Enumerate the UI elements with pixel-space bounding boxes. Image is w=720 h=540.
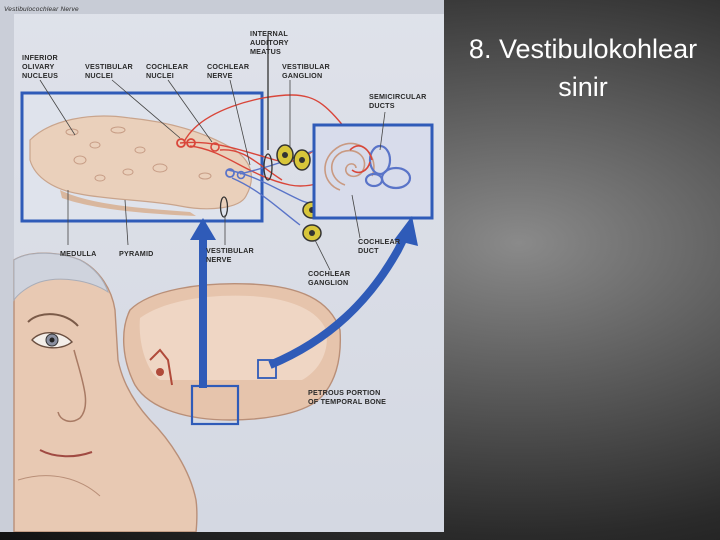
zoom-arrows bbox=[190, 216, 418, 388]
internal-auditory-meatus bbox=[219, 35, 273, 218]
svg-text:DUCT: DUCT bbox=[358, 246, 379, 255]
svg-text:NUCLEI: NUCLEI bbox=[146, 71, 174, 80]
svg-text:VESTIBULAR: VESTIBULAR bbox=[85, 62, 134, 71]
svg-text:PETROUS PORTION: PETROUS PORTION bbox=[308, 388, 381, 397]
svg-text:COCHLEAR: COCHLEAR bbox=[146, 62, 189, 71]
svg-text:NUCLEI: NUCLEI bbox=[85, 71, 113, 80]
figure-header: Vestibulocochlear Nerve bbox=[4, 6, 79, 13]
semicircular-ducts-red bbox=[349, 145, 373, 174]
slide-title: 8. Vestibulokohlear sinir bbox=[450, 30, 716, 106]
svg-text:MEATUS: MEATUS bbox=[250, 47, 281, 56]
svg-text:VESTIBULAR: VESTIBULAR bbox=[282, 62, 331, 71]
svg-text:OLIVARY: OLIVARY bbox=[22, 62, 55, 71]
svg-text:COCHLEAR: COCHLEAR bbox=[358, 237, 401, 246]
semicircular-ducts bbox=[364, 144, 412, 190]
svg-text:COCHLEAR: COCHLEAR bbox=[207, 62, 250, 71]
medulla-section bbox=[29, 115, 252, 210]
svg-text:OF TEMPORAL BONE: OF TEMPORAL BONE bbox=[308, 397, 386, 406]
inner-ear-highlight bbox=[257, 359, 277, 379]
svg-text:INFERIOR: INFERIOR bbox=[22, 53, 59, 62]
svg-text:SEMICIRCULAR: SEMICIRCULAR bbox=[369, 92, 427, 101]
svg-text:GANGLION: GANGLION bbox=[282, 71, 322, 80]
svg-text:VESTIBULAR: VESTIBULAR bbox=[206, 246, 255, 255]
svg-text:NERVE: NERVE bbox=[207, 71, 233, 80]
mouth bbox=[39, 449, 93, 458]
nose bbox=[57, 349, 87, 423]
svg-text:MEDULLA: MEDULLA bbox=[60, 249, 97, 258]
hair bbox=[13, 252, 109, 302]
svg-text:PYRAMID: PYRAMID bbox=[119, 249, 154, 258]
vestibular-ganglion bbox=[276, 144, 311, 171]
figure-labels: INFERIOR OLIVARY NUCLEUS VESTIBULAR NUCL… bbox=[22, 29, 427, 406]
svg-text:AUDITORY: AUDITORY bbox=[250, 38, 289, 47]
svg-text:COCHLEAR: COCHLEAR bbox=[308, 269, 351, 278]
eye-icon bbox=[27, 313, 79, 349]
slide-title-line-1: 8. Vestibulokohlear bbox=[468, 34, 698, 64]
brainstem-highlight bbox=[190, 384, 240, 426]
slide-title-line-2: sinir bbox=[558, 72, 608, 102]
medulla-texture bbox=[65, 126, 212, 182]
svg-text:DUCTS: DUCTS bbox=[369, 101, 395, 110]
svg-text:GANGLION: GANGLION bbox=[308, 278, 348, 287]
svg-text:NUCLEUS: NUCLEUS bbox=[22, 71, 58, 80]
svg-text:NERVE: NERVE bbox=[206, 255, 232, 264]
svg-text:INTERNAL: INTERNAL bbox=[250, 29, 288, 38]
anatomy-illustration: Vestibulocochlear Nerve bbox=[0, 0, 444, 532]
